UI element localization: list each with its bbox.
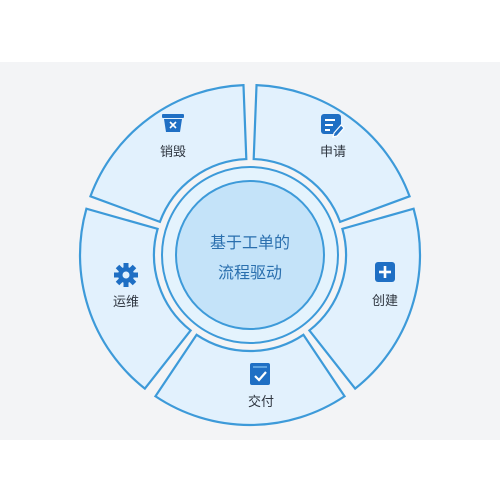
segment-shape-apply — [252, 83, 411, 224]
segment-deliver[interactable]: 交付 — [248, 363, 274, 410]
segment-create[interactable]: 创建 — [372, 262, 398, 309]
gear-icon — [114, 263, 138, 287]
trash-icon — [162, 114, 184, 132]
segment-shape-create — [307, 207, 422, 391]
segment-label-operations: 运维 — [113, 295, 139, 310]
segment-label-destroy: 销毁 — [160, 145, 186, 160]
segment-label-apply: 申请 — [320, 145, 346, 160]
segment-label-deliver: 交付 — [248, 394, 274, 410]
segment-group — [78, 83, 422, 427]
segment-label-create: 创建 — [372, 294, 398, 309]
segment-apply[interactable]: 申请 — [320, 114, 346, 160]
segment-shape-destroy — [89, 83, 248, 224]
segment-shape-operations — [78, 207, 193, 391]
center-title-line1: 基于工单的 — [210, 233, 290, 252]
center-title-line2: 流程驱动 — [218, 263, 282, 282]
add-icon — [375, 262, 395, 282]
edit-document-icon — [321, 114, 345, 138]
hub-center — [175, 180, 325, 330]
check-document-icon — [250, 363, 270, 385]
segment-destroy[interactable]: 销毁 — [160, 114, 186, 160]
